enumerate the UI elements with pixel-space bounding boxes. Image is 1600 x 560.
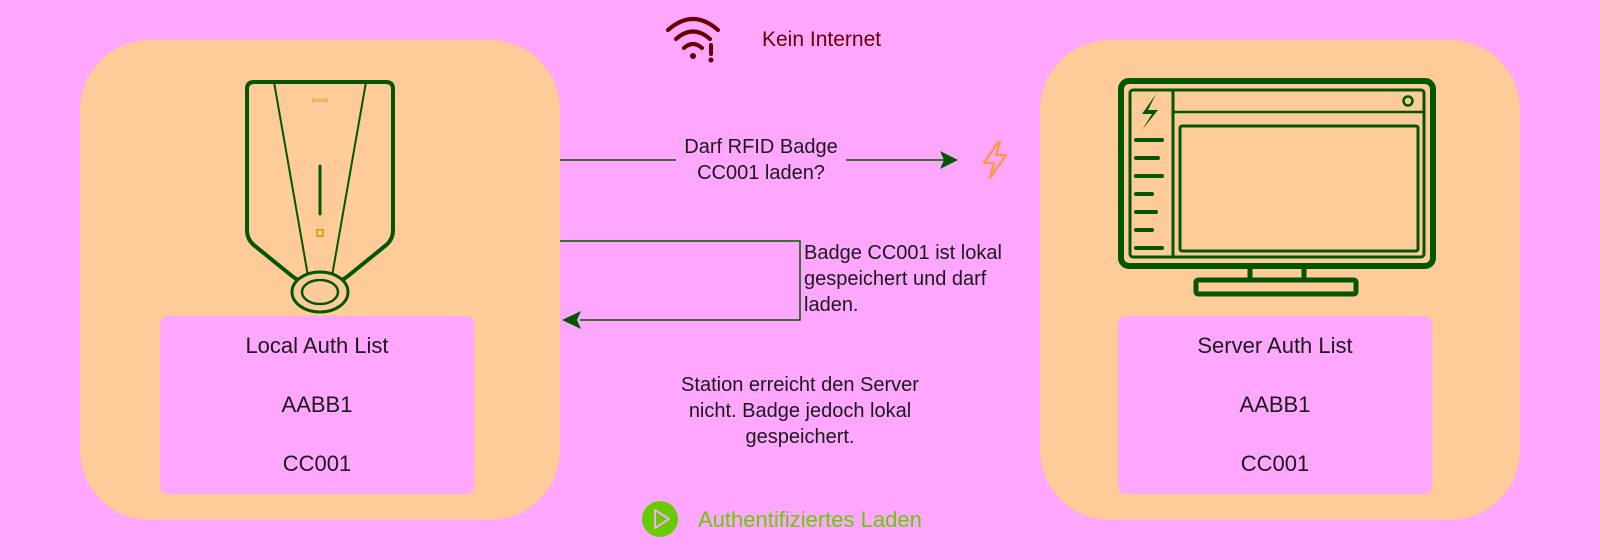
charger-brand-text: nuvue [311, 98, 329, 104]
legend-label: Authentifiziertes Laden [698, 507, 922, 532]
charging-station-panel: nuvue Local Auth List AABB1 CC001 [80, 40, 560, 520]
local-auth-entry: AABB1 [281, 392, 353, 417]
lightning-bolt-icon [982, 140, 1008, 180]
server-auth-list-title: Server Auth List [1197, 333, 1353, 358]
explanation-note: Station erreicht den Server nicht. Badge… [681, 374, 919, 448]
local-auth-list-title: Local Auth List [245, 333, 389, 358]
server-auth-entry: AABB1 [1239, 392, 1311, 417]
play-circle-icon [642, 501, 678, 537]
wallbox-charger-icon [245, 80, 395, 314]
local-auth-entry: CC001 [282, 451, 352, 476]
monitor-icon [1118, 78, 1436, 297]
server-auth-entry: CC001 [1240, 451, 1310, 476]
server-panel: Server Auth List AABB1 CC001 [1040, 40, 1520, 520]
local-auth-list: Local Auth List AABB1 CC001 [160, 316, 474, 494]
server-auth-list: Server Auth List AABB1 CC001 [1118, 316, 1432, 494]
connection-status-text: Kein Internet [762, 28, 882, 51]
request-message: Darf RFID Badge CC001 laden? [684, 136, 838, 184]
response-message: Badge CC001 ist lokal gespeichert und da… [804, 242, 1002, 316]
wifi-alert-icon [666, 17, 720, 63]
